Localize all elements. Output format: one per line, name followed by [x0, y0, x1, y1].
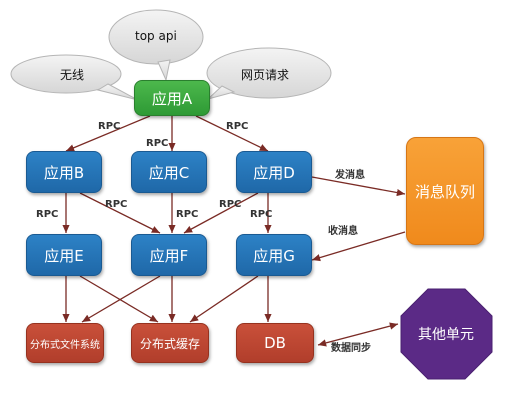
edge-g-cache: [189, 275, 259, 323]
app-d-label: 应用D: [253, 163, 295, 182]
other-unit-shape: [400, 288, 493, 380]
app-c-node: 应用C: [131, 151, 207, 193]
bubble-top-api: [108, 9, 204, 82]
label-rpc-d-f: RPC: [219, 199, 242, 210]
bubble-wireless-text: 无线: [60, 68, 85, 82]
app-c-label: 应用C: [148, 163, 190, 182]
other-unit-label: 其他单元: [418, 327, 474, 343]
edge-f-fs: [81, 275, 161, 323]
message-queue-node: 消息队列: [406, 137, 484, 245]
bubble-web-request-text: 网页请求: [241, 68, 290, 82]
db-label: DB: [264, 334, 286, 352]
app-g-label: 应用G: [253, 246, 295, 265]
edge-db-other-sync: [317, 322, 399, 347]
label-send-message: 发消息: [335, 170, 365, 181]
bubble-wireless: [10, 54, 139, 101]
dist-cache-node: 分布式缓存: [131, 323, 209, 363]
edge-mq-g: [311, 231, 406, 262]
app-d-node: 应用D: [236, 151, 312, 193]
label-rpc-c-f: RPC: [176, 209, 199, 220]
label-rpc-a-b: RPC: [98, 121, 121, 132]
label-receive-message: 收消息: [328, 226, 358, 237]
dist-cache-label: 分布式缓存: [139, 336, 200, 351]
label-rpc-a-d: RPC: [226, 121, 249, 132]
label-rpc-d-g: RPC: [250, 209, 273, 220]
bubble-web-request: [206, 47, 332, 100]
app-f-node: 应用F: [131, 234, 207, 276]
label-data-sync: 数据同步: [331, 343, 371, 354]
dist-fs-node: 分布式文件系统: [26, 323, 104, 363]
app-b-node: 应用B: [26, 151, 102, 193]
label-rpc-b-f: RPC: [105, 199, 128, 210]
dist-fs-label: 分布式文件系统: [30, 339, 100, 351]
message-queue-label: 消息队列: [414, 182, 475, 201]
edge-b-f: [79, 192, 161, 234]
app-e-node: 应用E: [26, 234, 102, 276]
edge-d-mq: [311, 176, 406, 197]
app-a-label: 应用A: [151, 89, 193, 108]
edge-a-d: [195, 115, 269, 152]
app-f-label: 应用F: [149, 246, 189, 265]
app-a-node: 应用A: [134, 80, 210, 116]
db-node: DB: [236, 323, 314, 363]
edge-e-cache: [79, 275, 159, 323]
app-g-node: 应用G: [236, 234, 312, 276]
app-e-label: 应用E: [44, 246, 84, 265]
bubble-top-api-text: top api: [135, 29, 177, 43]
label-rpc-a-c: RPC: [146, 138, 169, 149]
app-b-label: 应用B: [43, 163, 85, 182]
edge-a-b: [65, 115, 151, 152]
label-rpc-b-e: RPC: [36, 209, 59, 220]
edge-d-f: [183, 192, 259, 234]
